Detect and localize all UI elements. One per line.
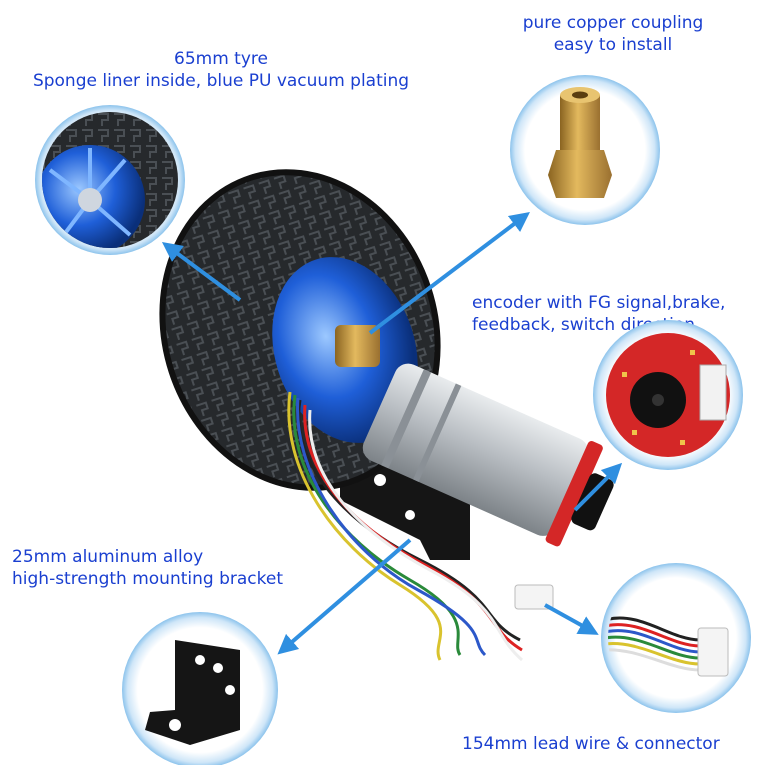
arrow-to-bracket	[277, 538, 412, 655]
wire-caption-line1: 154mm lead wire & connector	[462, 734, 720, 754]
coupling-caption: pure copper coupling easy to install	[488, 12, 738, 56]
connector-main	[514, 584, 554, 610]
coupling-caption-line2: easy to install	[553, 35, 673, 55]
callout-arrows	[161, 211, 623, 655]
encoder-board-main	[545, 441, 603, 547]
coupling-caption-line1: pure copper coupling	[522, 13, 704, 33]
tyre-caption: 65mm tyre Sponge liner inside, blue PU v…	[6, 48, 436, 92]
tyre-caption-line1: 65mm tyre	[174, 49, 268, 69]
tyre-caption-line2: Sponge liner inside, blue PU vacuum plat…	[32, 71, 410, 91]
arrow-to-wire	[544, 603, 599, 635]
bracket-caption: 25mm aluminum alloy high-strength mounti…	[12, 546, 283, 590]
motor-assembly	[159, 169, 614, 662]
arrow-to-coupling	[368, 211, 530, 335]
coupling-main	[335, 325, 380, 367]
lead-wires-main	[287, 391, 523, 662]
encoder-detail-circle	[593, 320, 743, 470]
arrow-to-encoder	[573, 462, 623, 512]
coupling-detail-circle	[510, 75, 660, 225]
wire-caption: 154mm lead wire & connector	[462, 733, 720, 755]
encoder-caption-line1: encoder with FG signal,brake,	[472, 293, 726, 313]
tyre-detail-circle	[35, 105, 185, 255]
bracket-caption-line2: high-strength mounting bracket	[12, 569, 283, 589]
motor-body	[362, 363, 589, 536]
wire-detail-circle	[601, 563, 751, 713]
arrow-to-tyre	[161, 242, 242, 302]
bracket-detail-circle	[122, 612, 278, 765]
bracket-caption-line1: 25mm aluminum alloy	[12, 547, 204, 567]
